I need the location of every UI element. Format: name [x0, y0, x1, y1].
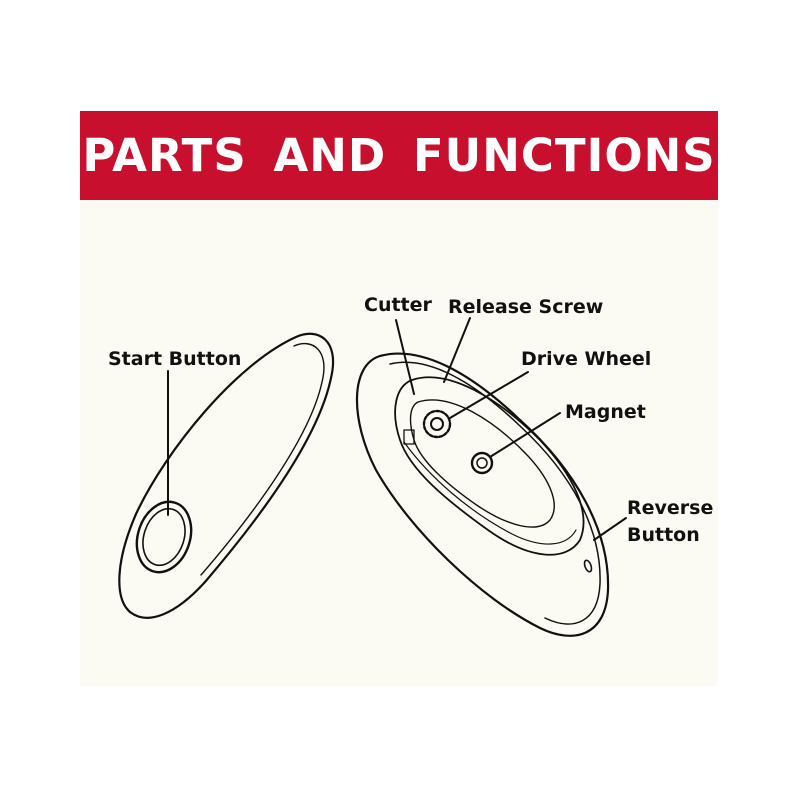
compartment-outer — [394, 376, 585, 556]
device-body — [355, 352, 610, 637]
reverse-button-label-line2: Button — [627, 524, 700, 546]
start-button-label: Start Button — [108, 348, 241, 370]
release-screw-leader — [443, 317, 471, 383]
top-cover-outline — [118, 332, 335, 619]
device-top-cover — [118, 332, 335, 619]
cutter-leader — [395, 319, 415, 395]
release-screw-label: Release Screw — [448, 296, 603, 318]
cutter-label: Cutter — [364, 294, 433, 316]
cutter-blade — [403, 429, 415, 445]
body-rim — [389, 361, 601, 625]
drive-wheel-icon — [422, 409, 452, 439]
top-cover-rim — [200, 342, 325, 576]
magnet-icon — [470, 451, 494, 475]
reverse-button-label-line1: Reverse — [627, 497, 713, 519]
reverse-button-icon — [583, 559, 593, 573]
reverse-button-leader — [593, 517, 627, 541]
body-outline — [355, 352, 610, 637]
magnet-leader — [489, 412, 561, 458]
compartment-floor-line — [403, 441, 577, 545]
page-title: PARTS AND FUNCTIONS — [82, 129, 716, 182]
magnet-label: Magnet — [565, 401, 646, 423]
diagram-panel — [80, 111, 718, 686]
callout-lines — [167, 317, 627, 541]
drive-wheel-label: Drive Wheel — [521, 348, 651, 370]
header-banner: PARTS AND FUNCTIONS — [80, 111, 718, 200]
drive-wheel-leader — [449, 371, 529, 419]
start-button-icon — [135, 500, 193, 574]
compartment-inner — [409, 399, 555, 528]
